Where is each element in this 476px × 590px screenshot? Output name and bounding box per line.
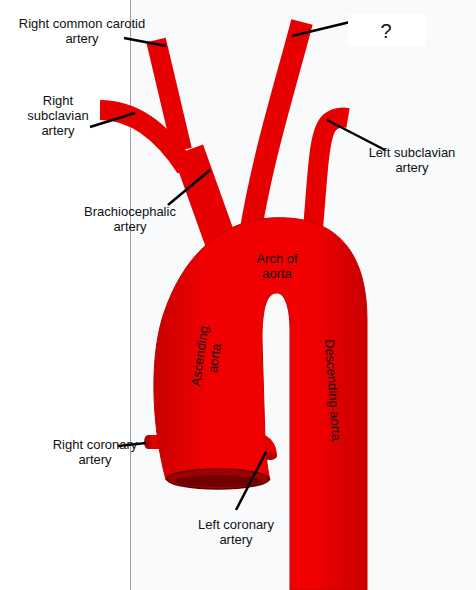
left-subclavian-vessel (312, 117, 348, 240)
part-label: Right common carotid artery (15, 16, 150, 46)
leader-line (90, 113, 135, 127)
label-cover (348, 14, 426, 46)
part-label: Brachiocephalic artery (70, 204, 190, 234)
part-label: Left subclavian artery (367, 145, 457, 175)
part-label: Right subclavian artery (13, 93, 103, 138)
brachiocephalic-vessel (188, 150, 222, 245)
background-panel (131, 0, 476, 590)
panel-border (130, 0, 131, 590)
leader-line (236, 452, 266, 510)
aorta-body (154, 218, 367, 590)
aortic-root-opening (167, 469, 269, 489)
leader-line (168, 170, 210, 205)
left-carotid-vessel (250, 22, 302, 235)
part-label: ? (366, 20, 406, 42)
part-label: Left coronary artery (196, 517, 276, 547)
leader-line (292, 22, 350, 36)
right-carotid-vessel (156, 40, 182, 150)
part-label: Right coronary artery (50, 437, 140, 467)
leader-line (124, 38, 166, 46)
part-label: Arch of aorta (242, 251, 312, 281)
